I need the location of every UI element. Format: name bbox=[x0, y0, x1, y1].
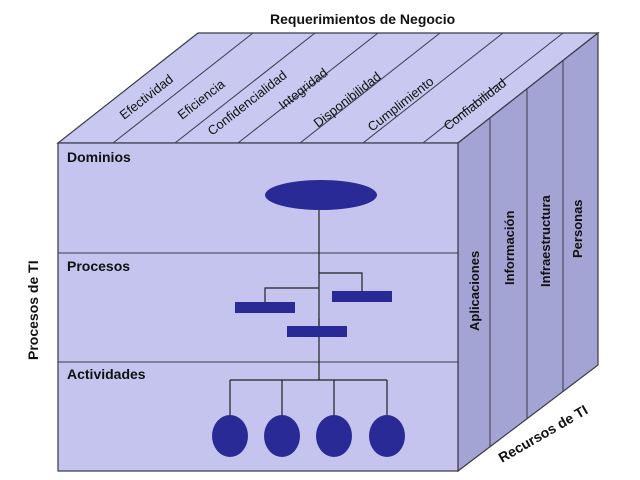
activity-circle-1 bbox=[212, 415, 248, 457]
layer-label-procesos: Procesos bbox=[67, 258, 130, 274]
resource-label-aplicaciones: Aplicaciones bbox=[467, 251, 482, 331]
process-bar-left bbox=[235, 302, 295, 313]
activity-circle-4 bbox=[369, 415, 405, 457]
layer-label-actividades: Actividades bbox=[67, 366, 146, 382]
top-face-dividers bbox=[112, 32, 564, 144]
front-face-dividers bbox=[58, 252, 458, 363]
process-bar-right bbox=[332, 291, 392, 302]
domain-ellipse bbox=[265, 180, 377, 210]
resource-label-informacion: Información bbox=[502, 211, 517, 285]
top-title: Requerimientos de Negocio bbox=[270, 11, 455, 27]
resource-label-personas: Personas bbox=[570, 199, 585, 258]
activity-circle-3 bbox=[316, 415, 352, 457]
side-face-dividers bbox=[489, 61, 564, 447]
activity-circle-2 bbox=[264, 415, 300, 457]
left-title: Procesos de TI bbox=[25, 260, 41, 360]
hierarchy-connectors bbox=[229, 208, 388, 418]
process-bar-center bbox=[287, 326, 347, 337]
resource-label-infraestructura: Infraestructura bbox=[538, 194, 553, 287]
layer-label-dominios: Dominios bbox=[67, 149, 131, 165]
